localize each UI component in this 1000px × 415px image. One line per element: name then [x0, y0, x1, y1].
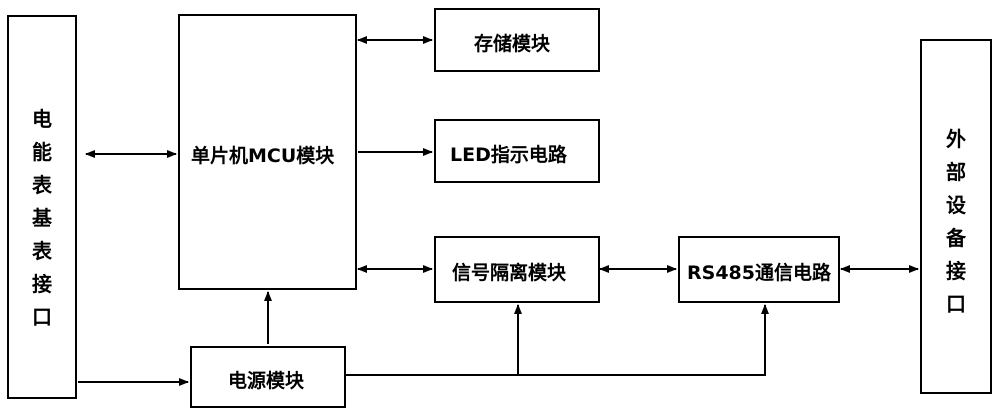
power-bus-line — [346, 304, 769, 376]
meter-interface-block: 电能表基表接口 — [7, 15, 77, 399]
mcu-label: 单片机MCU模块 — [191, 145, 335, 167]
isolation-label: 信号隔离模块 — [452, 262, 567, 284]
isolation-block: 信号隔离模块 — [434, 236, 600, 303]
storage-label: 存储模块 — [474, 33, 551, 55]
external-interface-label: 外部设备接口 — [946, 127, 966, 316]
storage-block: 存储模块 — [434, 8, 600, 72]
rs485-label: RS485通信电路 — [687, 262, 831, 284]
rs485-block: RS485通信电路 — [678, 236, 840, 303]
led-block: LED指示电路 — [434, 119, 600, 183]
external-interface-block: 外部设备接口 — [920, 39, 992, 394]
meter-interface-label: 电能表基表接口 — [32, 107, 52, 329]
mcu-block: 单片机MCU模块 — [178, 14, 357, 290]
power-label: 电源模块 — [228, 370, 305, 392]
led-label: LED指示电路 — [450, 144, 567, 166]
power-block: 电源模块 — [190, 346, 346, 408]
